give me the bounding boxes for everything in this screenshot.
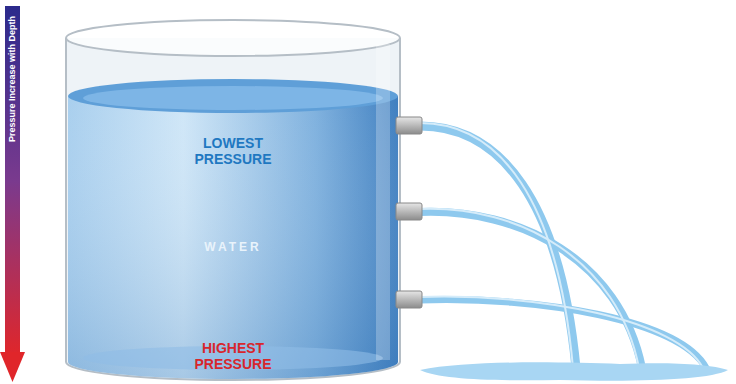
pressure-arrow <box>0 6 25 382</box>
pressure-label: HIGHEST PRESSURE <box>173 340 293 372</box>
water-tank: LOWEST PRESSURE WATER HIGHEST PRESSURE <box>68 96 398 378</box>
water-surface <box>68 79 398 113</box>
spout-pipes <box>396 117 422 308</box>
water-puddle <box>420 362 728 380</box>
water-body <box>68 96 398 379</box>
axis-label: Pressure Increase with Depth <box>7 16 17 142</box>
pressure-label: WATER <box>133 241 333 255</box>
tank-rim <box>66 20 400 56</box>
water-streams <box>420 123 706 368</box>
pressure-label: LOWEST PRESSURE <box>178 135 288 167</box>
